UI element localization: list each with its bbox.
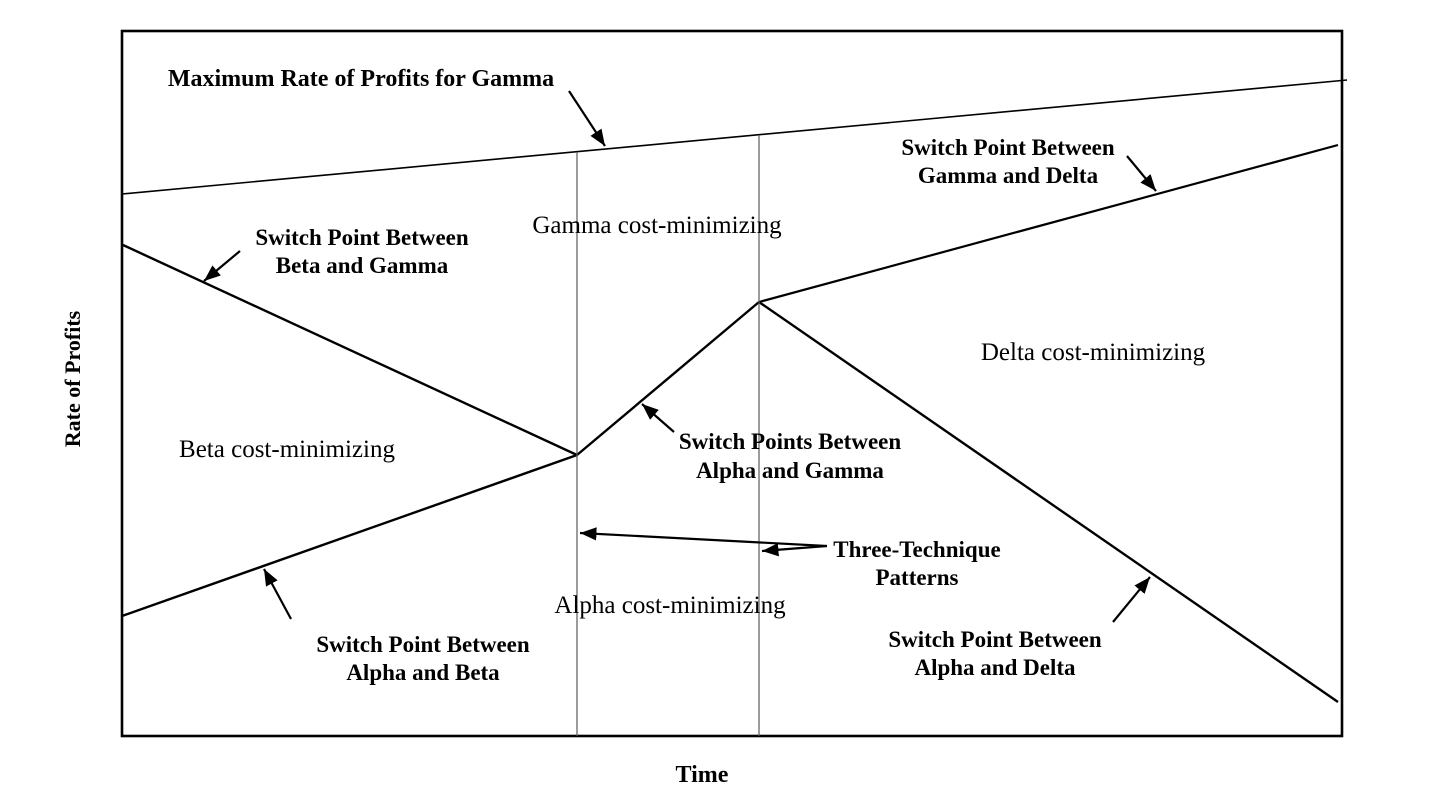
alpha-gamma-arrow [641, 403, 675, 433]
region-label-alpha: Alpha cost-minimizing [554, 592, 786, 619]
curves-group [121, 79, 1348, 736]
annotation-switch-beta-gamma-line1: Switch Point Between [255, 225, 469, 250]
annotation-three-technique-line1: Three-Technique [833, 537, 1000, 562]
alpha-beta-arrow [263, 568, 292, 620]
annotation-switch-gamma-delta-line1: Switch Point Between [901, 135, 1115, 160]
annotation-switch-alpha-gamma-line1: Switch Points Between [679, 429, 902, 454]
three-technique-arrow-2 [761, 543, 828, 557]
region-label-delta: Delta cost-minimizing [981, 339, 1206, 366]
annotation-three-technique-line2: Patterns [875, 565, 958, 590]
annotation-switch-alpha-beta-line2: Alpha and Beta [346, 660, 500, 685]
region-label-beta: Beta cost-minimizing [179, 436, 395, 463]
annotation-max-rate-gamma: Maximum Rate of Profits for Gamma [168, 66, 554, 92]
plot-border [120, 29, 1344, 738]
alpha-beta-switch-line [121, 453, 578, 618]
annotation-switch-alpha-delta-line1: Switch Point Between [888, 627, 1102, 652]
gamma-delta-arrow [1126, 155, 1157, 192]
beta-gamma-switch-line [122, 243, 578, 457]
beta-gamma-arrow [203, 250, 241, 282]
three-technique-arrow-1 [579, 527, 828, 548]
annotation-switch-gamma-delta-line2: Gamma and Delta [918, 163, 1099, 188]
annotation-switch-alpha-gamma-line2: Alpha and Gamma [696, 458, 884, 483]
alpha-delta-switch-line [758, 301, 1339, 703]
region-label-gamma: Gamma cost-minimizing [532, 212, 782, 239]
annotation-switch-alpha-delta-line2: Alpha and Delta [914, 655, 1076, 680]
alpha-gamma-switch-line [576, 301, 760, 456]
annotation-switch-beta-gamma-line2: Beta and Gamma [276, 253, 449, 278]
y-axis-label: Rate of Profits [60, 310, 85, 447]
x-axis-label: Time [676, 762, 729, 788]
alpha-delta-arrow [1112, 576, 1151, 623]
annotation-switch-alpha-beta-line1: Switch Point Between [316, 632, 530, 657]
arrows-group [203, 90, 1157, 623]
gamma-delta-switch-line [758, 143, 1339, 304]
max-rate-gamma-line [121, 79, 1348, 195]
max-gamma-arrow [568, 90, 606, 147]
